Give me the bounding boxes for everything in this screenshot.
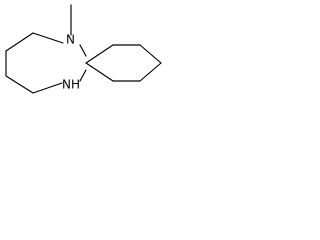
bond-c10-spiro	[85, 62, 114, 82]
n-methyl-label: N	[66, 33, 75, 47]
bond-n1-c2	[32, 32, 64, 44]
bond-c5-n2	[32, 82, 63, 94]
structure-canvas: N NH	[0, 0, 167, 115]
bond-c2-c3	[5, 32, 34, 52]
bond-spiro-c6	[85, 44, 114, 64]
bond-c8-c9	[139, 62, 162, 82]
nh-label: NH	[62, 78, 80, 92]
molecule-drawing: N NH	[5, 4, 162, 94]
bond-n2-spiro	[79, 69, 87, 82]
bond-c7-c8	[139, 44, 162, 64]
bond-n1-spiro	[79, 44, 87, 57]
bond-c4-c5	[5, 75, 34, 94]
